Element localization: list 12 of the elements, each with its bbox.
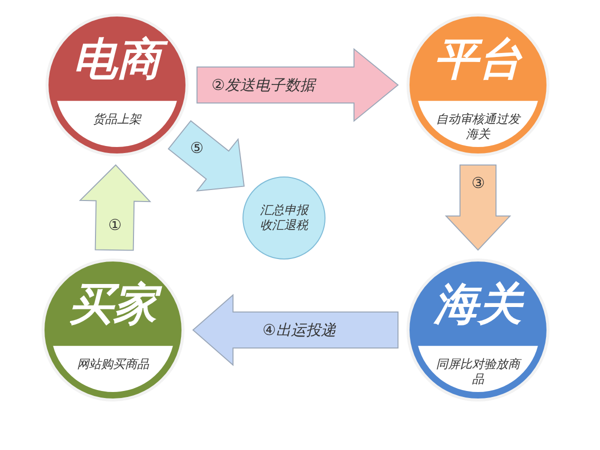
disc-caption: 货品上架: [92, 112, 143, 128]
disc-heading: 海关: [423, 280, 533, 330]
disc-heading: 买家: [58, 280, 168, 330]
disc-caption: 自动审核通过发海关: [434, 112, 522, 142]
disc-caption: 同屏比对验放商品: [434, 357, 522, 388]
circle-text: 汇总申报收汇退税: [260, 203, 308, 233]
disc-heading: 平台: [433, 34, 524, 85]
disc-heading: 电商: [62, 34, 172, 85]
block-arrow: [444, 164, 512, 251]
block-arrow: [78, 164, 152, 251]
edge-label: ④出运投递: [260, 321, 338, 339]
disc-caption: 网站购买商品: [76, 357, 150, 372]
